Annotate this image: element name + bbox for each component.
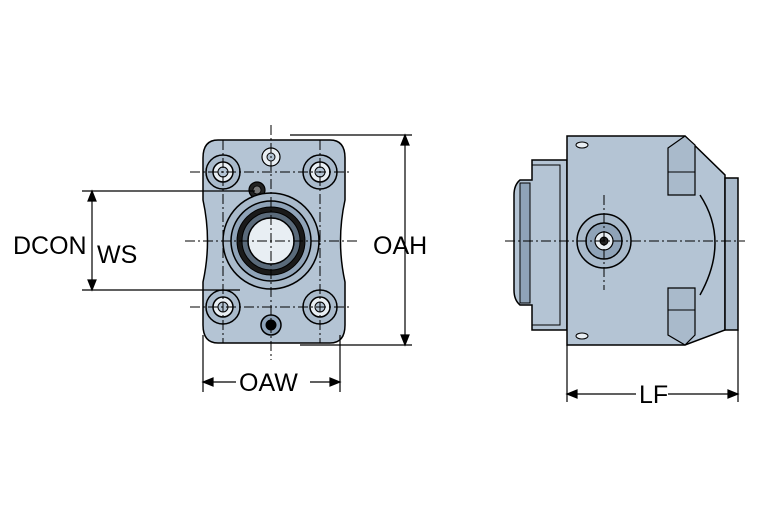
dcon-dimension [82, 189, 255, 292]
dcon-subscript: WS [97, 241, 137, 269]
oaw-dimension [201, 335, 342, 392]
side-view-front-curve [699, 194, 716, 296]
side-view-nose [724, 177, 739, 331]
lf-dimension [565, 330, 740, 402]
front-center-lines [185, 125, 360, 360]
oaw-label: OAW [239, 369, 298, 397]
dcon-label: DCON [13, 232, 87, 260]
side-view-back-ring [519, 182, 531, 304]
side-center-lines [505, 195, 745, 290]
side-view-top-mark [575, 141, 589, 149]
side-view-back-step [532, 164, 561, 326]
lf-label: LF [639, 381, 668, 409]
side-view-lower-block [667, 287, 696, 346]
side-view-upper-block [667, 135, 696, 196]
side-view-bottom-mark [575, 332, 589, 340]
oah-dimension [290, 133, 412, 347]
side-view: LF [505, 135, 745, 409]
oah-label: OAH [373, 232, 427, 260]
front-view: DCON WS OAH OAW [13, 125, 427, 397]
